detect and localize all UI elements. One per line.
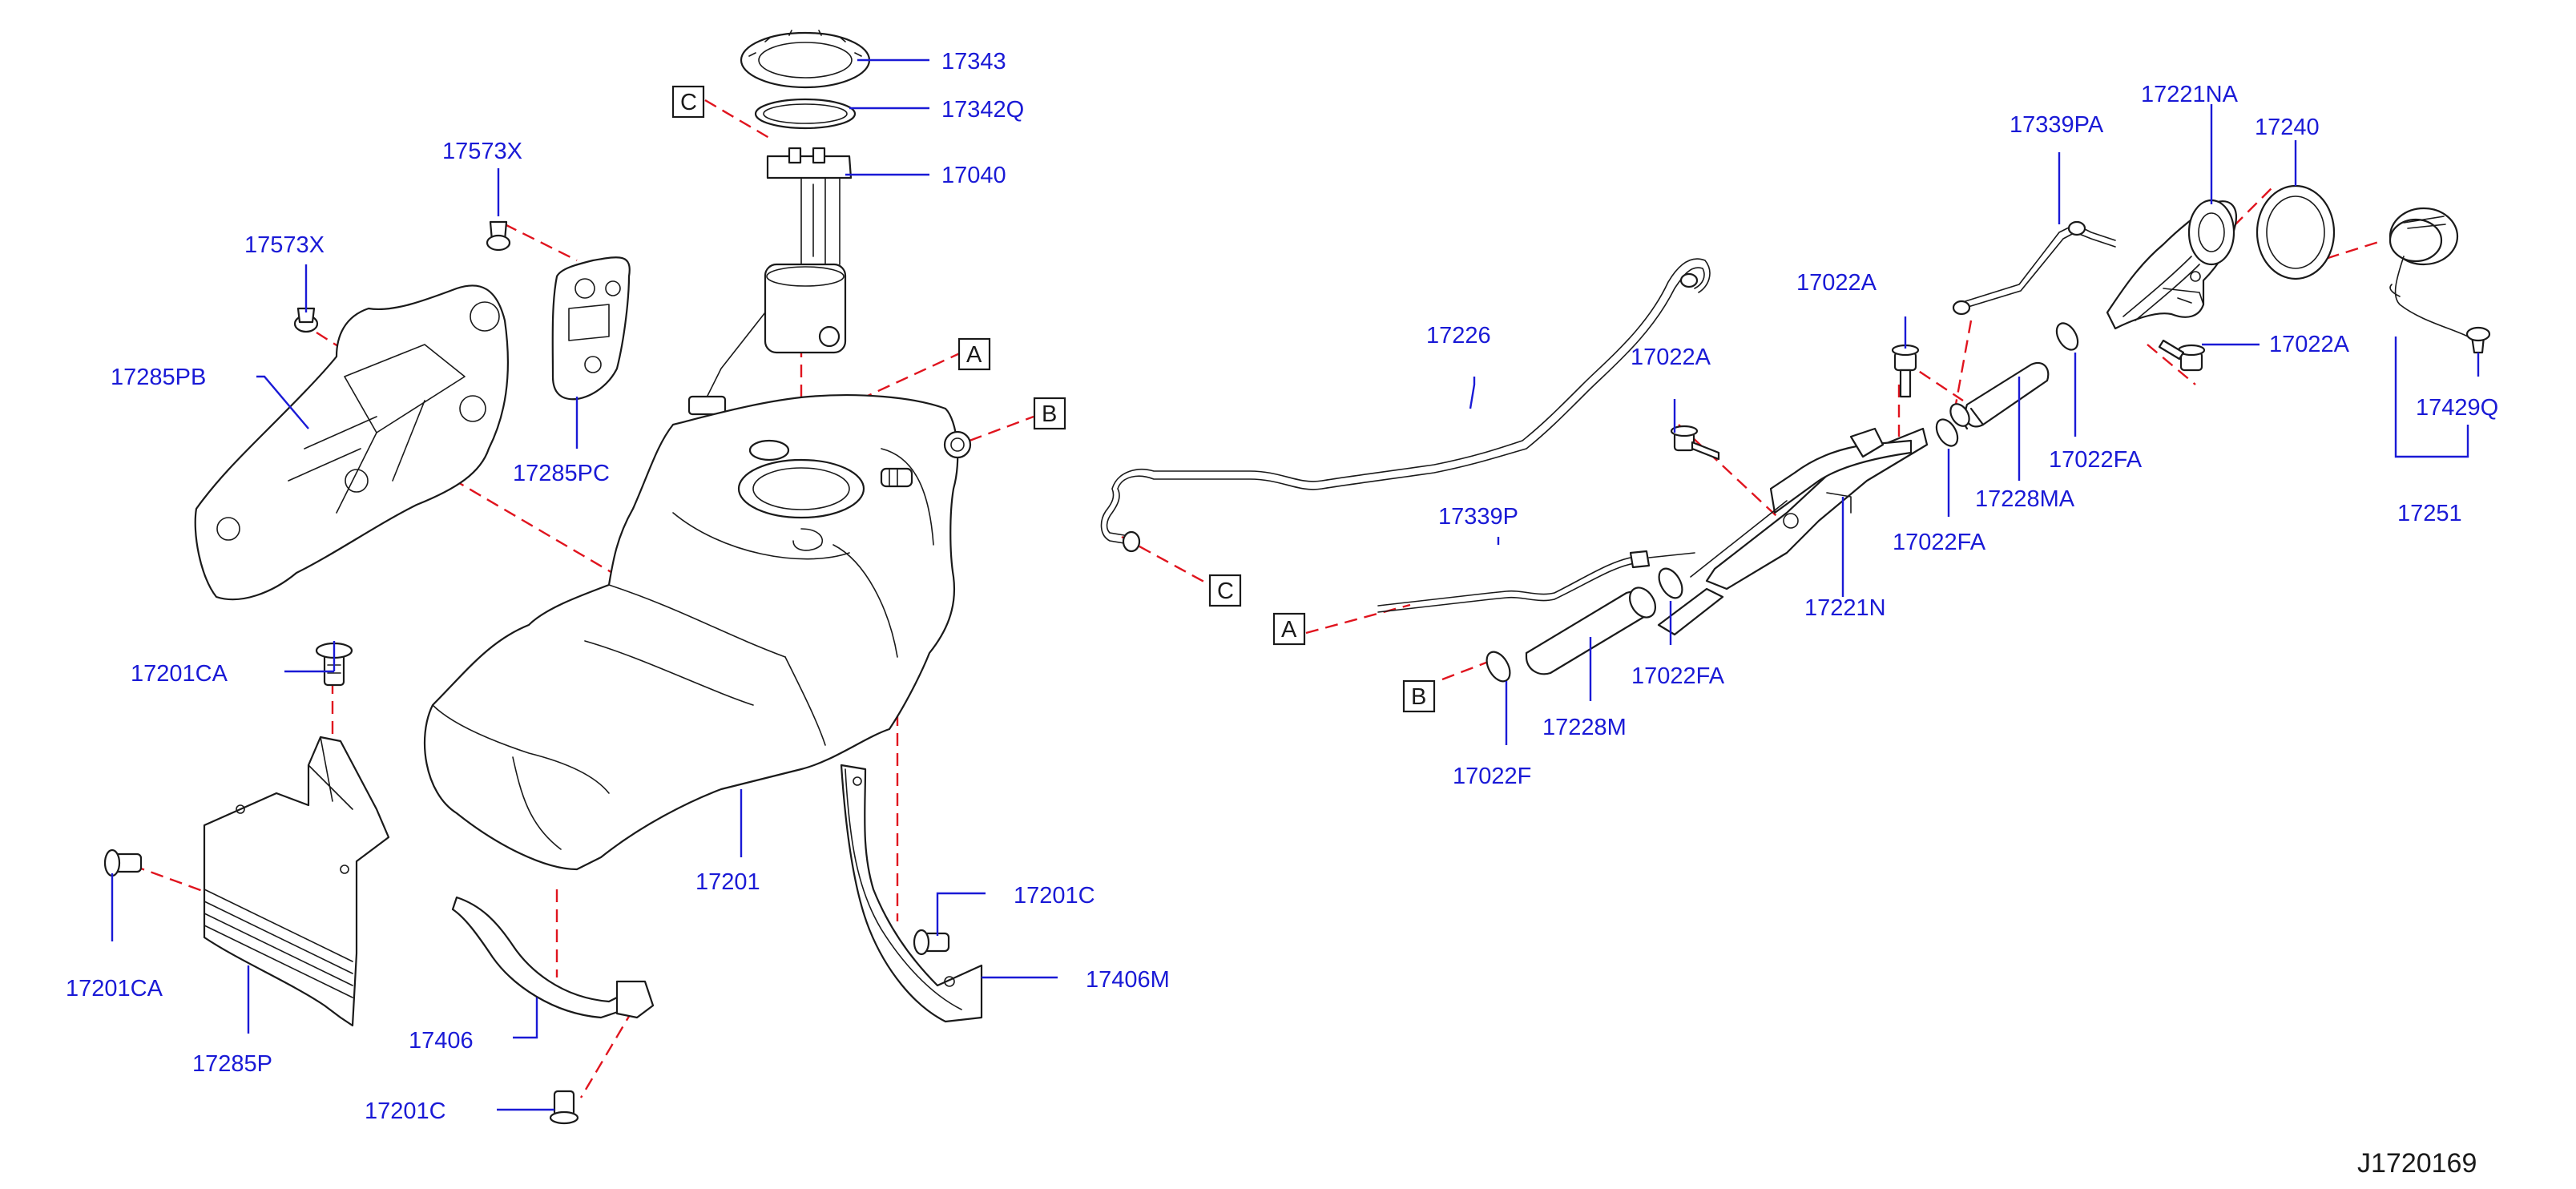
callout-17406: 17406 bbox=[409, 1028, 474, 1054]
heat-shield-17285pc bbox=[486, 220, 631, 401]
vent-tube-17339p bbox=[1377, 550, 1695, 613]
svg-text:C: C bbox=[680, 90, 697, 115]
filler-pipe-17221n bbox=[1657, 427, 1929, 636]
reference-boxes: C A B C A B bbox=[671, 85, 1436, 713]
callout-17201c-right: 17201C bbox=[1014, 883, 1095, 909]
tank-strap-17406 bbox=[451, 896, 655, 1125]
fuel-pump-assembly bbox=[687, 30, 871, 416]
callout-17201ca-left: 17201CA bbox=[66, 976, 163, 1002]
callout-17285p: 17285P bbox=[192, 1051, 272, 1077]
filler-gasket-17240 bbox=[2256, 184, 2336, 280]
callout-17339p: 17339P bbox=[1438, 504, 1518, 530]
callout-17251: 17251 bbox=[2397, 501, 2462, 526]
callout-17573x-top: 17573X bbox=[442, 139, 522, 164]
callout-17429q: 17429Q bbox=[2416, 395, 2498, 421]
callout-17240: 17240 bbox=[2255, 115, 2320, 140]
callout-17342q: 17342Q bbox=[941, 97, 1024, 123]
ref-box-c-tube: C bbox=[1208, 574, 1242, 607]
callout-17343: 17343 bbox=[941, 49, 1006, 75]
callout-17228m: 17228M bbox=[1542, 715, 1627, 740]
callout-17022a-mid: 17022A bbox=[1631, 345, 1711, 370]
callout-17221na: 17221NA bbox=[2141, 82, 2239, 107]
callout-17285pc: 17285PC bbox=[513, 461, 610, 486]
callout-17022a-top: 17022A bbox=[1796, 270, 1877, 296]
callout-17226: 17226 bbox=[1426, 323, 1491, 349]
ref-box-a-tank: A bbox=[957, 337, 991, 371]
tank-strap-17406m bbox=[840, 764, 983, 1023]
heat-shield-17285pb bbox=[194, 284, 509, 601]
callout-17201: 17201 bbox=[695, 869, 760, 895]
callout-17201ca-top: 17201CA bbox=[131, 661, 228, 687]
ref-box-b-tank: B bbox=[1033, 397, 1066, 430]
drawing-number: J1720169 bbox=[2357, 1148, 2477, 1179]
svg-text:B: B bbox=[1411, 684, 1426, 710]
callout-17285pb: 17285PB bbox=[111, 365, 206, 390]
bolts-17022a bbox=[1670, 339, 2206, 461]
callout-17022a-right: 17022A bbox=[2269, 332, 2350, 357]
ref-box-b-hose: B bbox=[1402, 679, 1436, 713]
svg-text:B: B bbox=[1042, 401, 1057, 427]
vent-tube-17226 bbox=[1100, 258, 1711, 553]
svg-text:A: A bbox=[966, 342, 982, 368]
ref-box-a-line: A bbox=[1272, 612, 1306, 646]
fuel-cap-17251 bbox=[2389, 207, 2491, 354]
heat-shield-17285p bbox=[103, 642, 390, 1027]
callout-17022f: 17022F bbox=[1453, 764, 1531, 789]
callout-17228ma: 17228MA bbox=[1975, 486, 2075, 512]
callout-17022fa-b: 17022FA bbox=[1893, 530, 1986, 555]
callout-labels: 17343 17342Q 17040 17573X 17573X 17285PB… bbox=[66, 49, 2498, 1124]
callout-17040: 17040 bbox=[941, 163, 1006, 188]
ref-box-c-pump: C bbox=[671, 85, 705, 119]
callout-17221n: 17221N bbox=[1804, 595, 1886, 621]
callout-17022fa-a: 17022FA bbox=[2049, 447, 2143, 473]
callout-17573x-left: 17573X bbox=[244, 232, 325, 258]
leader-lines bbox=[111, 58, 2480, 1111]
svg-text:C: C bbox=[1217, 578, 1234, 604]
callout-17406m: 17406M bbox=[1086, 967, 1170, 993]
filler-hose-17228m bbox=[1525, 586, 1657, 675]
callout-17339pa: 17339PA bbox=[2010, 112, 2104, 138]
svg-text:A: A bbox=[1281, 617, 1297, 643]
filler-hose-17228ma bbox=[1949, 361, 2050, 430]
fuel-tank bbox=[423, 394, 972, 871]
filler-neck-17221na bbox=[2106, 199, 2238, 330]
callout-17022fa-c: 17022FA bbox=[1631, 663, 1725, 689]
vent-tube-17339pa bbox=[1952, 220, 2116, 316]
hose-clamps bbox=[1486, 322, 2079, 683]
callout-17201c-bottom: 17201C bbox=[365, 1098, 446, 1124]
